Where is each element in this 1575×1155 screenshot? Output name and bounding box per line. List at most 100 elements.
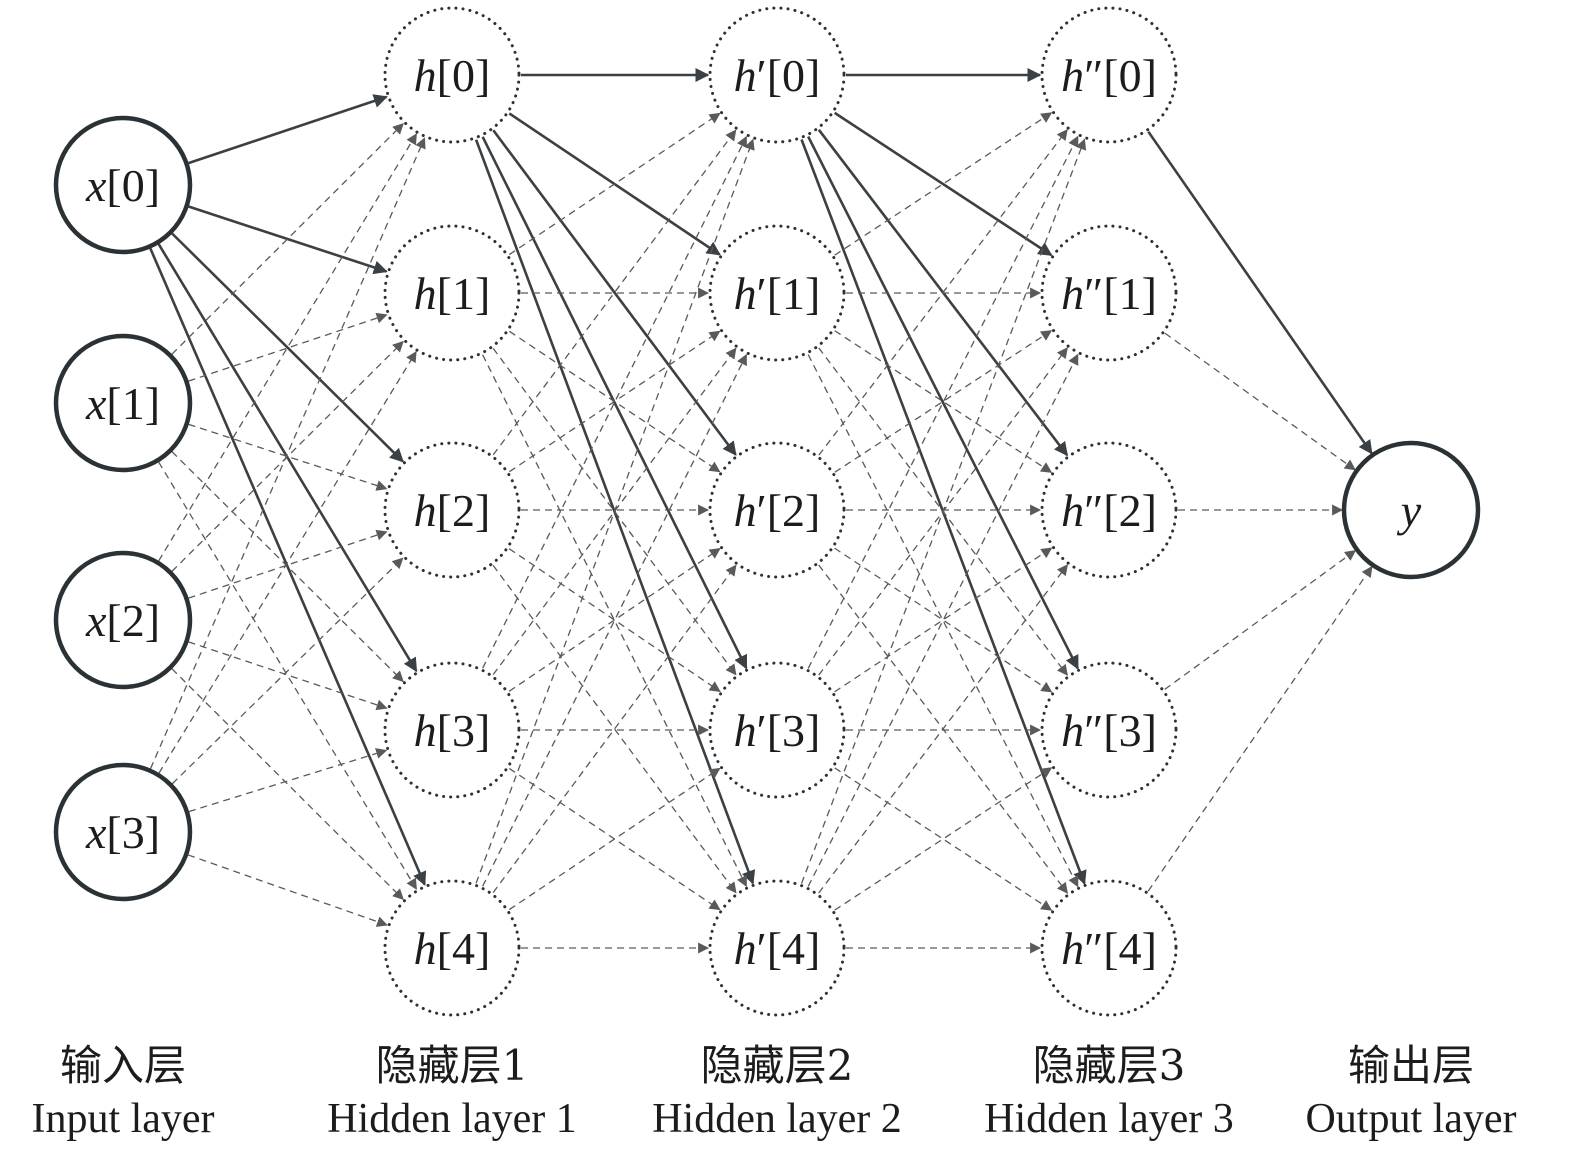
- node-variable: h: [414, 923, 437, 974]
- node-hidden3-3: [1040, 661, 1178, 799]
- connection-input-1-to-hidden1-4: [158, 461, 417, 890]
- node-index: [2]: [1103, 485, 1157, 536]
- connection-input-0-to-hidden1-0: [188, 94, 388, 165]
- connection-input-2-to-hidden1-1: [171, 340, 404, 572]
- connection-input-2-to-hidden1-2: [188, 529, 388, 599]
- connection-hidden1-3-to-hidden2-1: [492, 347, 737, 676]
- connection-input-3-to-hidden1-2: [171, 557, 404, 785]
- connection-hidden1-3-to-hidden2-0: [482, 135, 747, 669]
- node-label-input-2: x[2]: [85, 595, 160, 646]
- node-hidden1-2: [383, 441, 521, 579]
- connection-input-0-to-hidden1-3: [157, 243, 418, 673]
- connection-input-1-to-hidden1-0: [171, 122, 404, 355]
- node-index: [4]: [767, 923, 821, 974]
- node-index: [0]: [1103, 50, 1157, 101]
- node-prime: ″: [1084, 705, 1103, 756]
- node-hidden3-0: [1040, 6, 1178, 144]
- connection-input-0-to-hidden1-2: [171, 232, 404, 463]
- connection-hidden1-2-to-hidden2-3: [508, 548, 721, 692]
- node-label-hidden2-4: h′[4]: [734, 923, 821, 974]
- node-hidden1-4: [383, 879, 521, 1017]
- connection-hidden1-2-to-hidden2-1: [509, 330, 721, 473]
- node-label-hidden1-4: h[4]: [414, 923, 491, 974]
- node-variable: h: [1061, 485, 1084, 536]
- node-label-hidden3-4: h″[4]: [1061, 923, 1157, 974]
- node-hidden3-2: [1040, 441, 1178, 579]
- node-prime: ′: [757, 923, 767, 974]
- node-label-hidden3-0: h″[0]: [1061, 50, 1157, 101]
- node-hidden1-1: [383, 224, 521, 362]
- node-index: [0]: [106, 160, 160, 211]
- node-index: [3]: [1103, 705, 1157, 756]
- node-hidden3-1: [1040, 224, 1178, 362]
- connection-input-1-to-hidden1-3: [171, 451, 404, 683]
- node-input-1: [53, 333, 193, 473]
- node-index: [1]: [767, 268, 821, 319]
- node-variable: x: [85, 595, 107, 646]
- connection-input-2-to-hidden1-4: [171, 668, 404, 901]
- node-variable: h: [414, 50, 437, 101]
- node-label-hidden3-2: h″[2]: [1061, 485, 1157, 536]
- node-variable: h: [1061, 923, 1084, 974]
- connection-hidden2-2-to-hidden3-0: [818, 128, 1068, 456]
- node-label-hidden1-2: h[2]: [414, 485, 491, 536]
- node-prime: ″: [1084, 268, 1103, 319]
- node-variable: x: [85, 378, 107, 429]
- node-index: [4]: [437, 923, 491, 974]
- node-variable: x: [85, 807, 107, 858]
- node-input-3: [53, 762, 193, 902]
- layer-label-en-output: Output layer: [1305, 1096, 1516, 1142]
- node-label-hidden2-3: h′[3]: [734, 705, 821, 756]
- node-prime: ′: [757, 485, 767, 536]
- node-label-hidden3-3: h″[3]: [1061, 705, 1157, 756]
- node-prime: ′: [757, 50, 767, 101]
- layer-label-cn-hidden2: 隐藏层2: [701, 1041, 854, 1090]
- connection-input-2-to-hidden1-0: [158, 133, 417, 562]
- connection-input-1-to-hidden1-1: [188, 312, 388, 382]
- connection-input-0-to-hidden1-1: [188, 205, 388, 275]
- node-variable: h: [1061, 705, 1084, 756]
- connection-hidden1-2-to-hidden2-0: [492, 129, 737, 456]
- node-index: [0]: [437, 50, 491, 101]
- node-label-hidden2-1: h′[1]: [734, 268, 821, 319]
- node-index: [2]: [437, 485, 491, 536]
- node-input-0: [53, 115, 193, 255]
- node-index: [3]: [106, 807, 160, 858]
- connection-hidden1-4-to-hidden2-1: [482, 353, 747, 887]
- connection-hidden3-0-to-output-0: [1147, 130, 1373, 455]
- connection-hidden2-4-to-hidden3-2: [818, 564, 1068, 894]
- node-index: [1]: [437, 268, 491, 319]
- node-prime: ′: [757, 705, 767, 756]
- connection-input-3-to-hidden1-3: [188, 748, 388, 813]
- layer-label-en-hidden2: Hidden layer 2: [652, 1096, 902, 1142]
- node-prime: ″: [1084, 923, 1103, 974]
- node-index: [3]: [767, 705, 821, 756]
- node-prime: ″: [1084, 485, 1103, 536]
- layer-label-cn-input: 输入层: [60, 1041, 186, 1090]
- connection-hidden2-2-to-hidden3-3: [834, 547, 1053, 693]
- connection-hidden1-4-to-hidden2-2: [492, 564, 737, 893]
- node-label-input-3: x[3]: [85, 807, 160, 858]
- connection-hidden2-3-to-hidden3-2: [834, 547, 1053, 693]
- node-index: [3]: [437, 705, 491, 756]
- node-variable: y: [1397, 485, 1422, 536]
- connection-hidden3-3-to-output-0: [1164, 549, 1357, 690]
- node-hidden2-0: [708, 6, 846, 144]
- node-variable: h: [734, 923, 757, 974]
- node-label-input-1: x[1]: [85, 378, 160, 429]
- connection-hidden3-4-to-output-0: [1147, 565, 1373, 892]
- node-output-0: [1341, 440, 1481, 580]
- connection-hidden1-0-to-hidden2-2: [492, 129, 737, 456]
- connection-hidden2-3-to-hidden3-0: [807, 135, 1079, 669]
- layer-label-cn-hidden1: 隐藏层1: [376, 1041, 529, 1090]
- connection-hidden2-0-to-hidden3-1: [833, 111, 1053, 257]
- node-variable: h: [414, 485, 437, 536]
- node-prime: ″: [1084, 50, 1103, 101]
- node-index: [4]: [1103, 923, 1157, 974]
- connection-hidden1-4-to-hidden2-0: [475, 138, 755, 884]
- node-variable: h: [734, 50, 757, 101]
- connection-hidden1-4-to-hidden2-3: [508, 767, 721, 911]
- node-index: [0]: [767, 50, 821, 101]
